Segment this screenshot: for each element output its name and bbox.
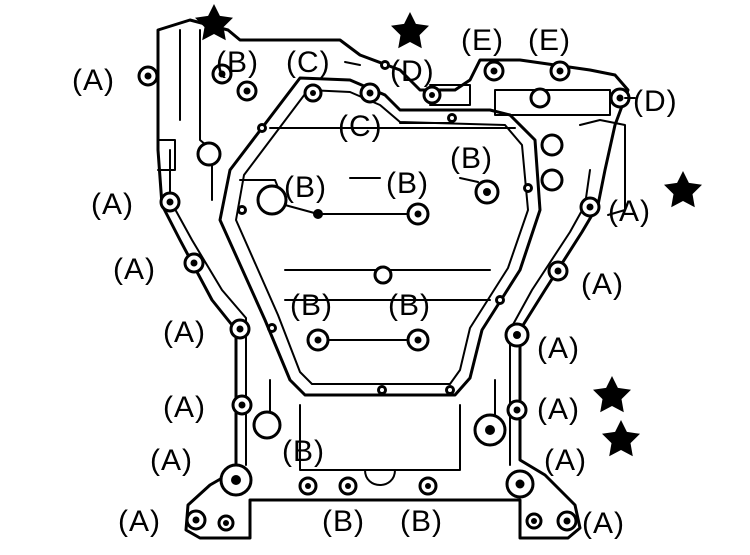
label-b-4: (B) [386,167,429,200]
perimeter-holes [237,60,533,395]
label-a-8: (A) [608,195,651,228]
label-a-4: (A) [163,316,206,349]
label-a-11: (A) [537,393,580,426]
label-b-6: (B) [388,289,431,322]
label-a-7: (A) [118,505,161,538]
label-a-6: (A) [150,444,193,477]
label-d-1: (D) [390,55,435,88]
bolts [137,60,631,532]
label-b-5: (B) [290,289,333,322]
label-b-9: (B) [400,505,443,538]
star-icon [593,376,631,413]
label-b-2: (B) [450,142,493,175]
label-a-1: (A) [72,64,115,97]
label-b-3: (B) [284,171,327,204]
label-b-8: (B) [322,505,365,538]
label-b-1: (B) [216,46,259,79]
label-c-1: (C) [286,46,331,79]
star-icon [664,171,702,208]
star-markers [195,4,702,457]
label-a-5: (A) [163,391,206,424]
internal-ribs [239,84,611,486]
label-e-1: (E) [461,24,504,57]
label-a-3: (A) [113,253,156,286]
star-icon [195,4,233,41]
label-c-2: (C) [338,110,383,143]
leader-lines [344,61,636,183]
label-b-7: (B) [282,435,325,468]
label-a-9: (A) [581,268,624,301]
label-a-2: (A) [91,188,134,221]
bosses [196,87,564,440]
label-a-10: (A) [537,332,580,365]
label-a-13: (A) [582,507,625,540]
label-a-12: (A) [544,444,587,477]
label-e-2: (E) [528,24,571,57]
label-d-2: (D) [633,85,678,118]
star-icon [391,12,429,49]
callout-labels: (A) (A) (A) (A) (A) (A) (A) (A) (A) (A) … [72,24,678,540]
star-icon [602,420,640,457]
